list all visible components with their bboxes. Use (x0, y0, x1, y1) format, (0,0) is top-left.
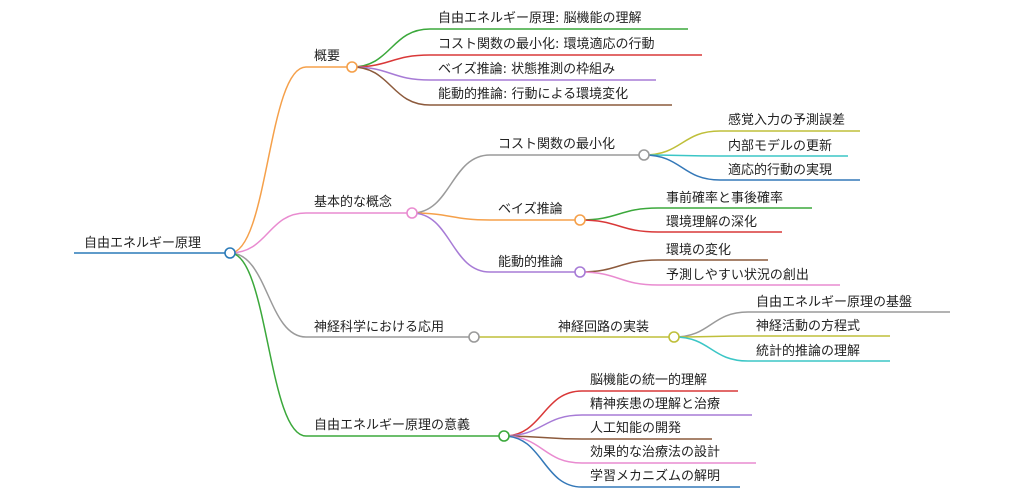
subtopic-junction (638, 149, 650, 161)
leaf-label: 能動的推論: 行動による環境変化 (438, 86, 628, 102)
leaf-label: 予測しやすい状況の創出 (666, 268, 809, 283)
leaf-edge (579, 271, 659, 286)
branch-overview-label: 概要 (314, 49, 340, 64)
mindmap-edges (229, 28, 749, 488)
leaf-label: 脳機能の統一的理解 (590, 372, 707, 388)
leaf-label: ベイズ推論: 状態推測の枠組み (438, 61, 615, 77)
child-edge (503, 435, 583, 488)
leaf-label: 学習メカニズムの解明 (590, 468, 720, 484)
branch-edge (229, 252, 307, 437)
subtopic-label: 能動的推論 (498, 254, 563, 270)
branch-significance-label: 自由エネルギー原理の意義 (314, 417, 470, 433)
leaf-label: 環境理解の深化 (666, 215, 757, 230)
leaf-label: 自由エネルギー原理の基盤 (756, 295, 912, 310)
subtopic-label: ベイズ推論 (498, 201, 563, 217)
leaf-edge (673, 336, 749, 362)
branch-junction (468, 331, 480, 343)
child-edge (411, 154, 491, 214)
leaf-label: 感覚入力の予測誤差 (728, 112, 845, 128)
mindmap-junctions (224, 61, 680, 442)
subtopic-junction (574, 266, 586, 278)
child-edge (351, 66, 431, 106)
leaf-edge (643, 154, 721, 181)
branch-junction (406, 207, 418, 219)
mindmap-underlines (74, 28, 950, 488)
branch-edge (229, 66, 307, 254)
leaf-edge (579, 259, 659, 273)
leaf-label: 環境の変化 (666, 242, 731, 258)
subtopic-label: 神経回路の実装 (558, 319, 649, 335)
root-label: 自由エネルギー原理 (84, 236, 201, 251)
child-edge (503, 435, 583, 464)
child-edge (411, 212, 491, 221)
branch-edge (229, 252, 307, 338)
root-junction (224, 247, 236, 259)
child-edge (503, 390, 583, 437)
child-edge (503, 414, 583, 437)
leaf-label: 事前確率と事後確率 (666, 190, 783, 206)
leaf-label: 自由エネルギー原理: 脳機能の理解 (438, 11, 642, 26)
subtopic-junction (574, 214, 586, 226)
branch-junction (498, 430, 510, 442)
branch-basic-concepts-label: 基本的な概念 (314, 194, 392, 210)
child-edge (411, 212, 491, 273)
leaf-label: 効果的な治療法の設計 (590, 444, 720, 460)
leaf-label: 神経活動の方程式 (756, 318, 860, 334)
leaf-label: 統計的推論の理解 (756, 343, 860, 359)
subtopic-junction (668, 331, 680, 343)
subtopic-label: コスト関数の最小化 (498, 137, 615, 152)
leaf-edge (673, 311, 749, 338)
branch-edge (229, 212, 307, 254)
branch-neuroscience-label: 神経科学における応用 (314, 319, 444, 335)
branch-junction (346, 61, 358, 73)
leaf-label: 適応的行動の実現 (728, 162, 832, 178)
leaf-label: 精神疾患の理解と治療 (590, 397, 720, 412)
child-edge (351, 28, 431, 68)
leaf-edge (643, 130, 721, 156)
leaf-edge (579, 207, 659, 221)
leaf-edge (579, 219, 659, 233)
leaf-label: 人工知能の開発 (590, 420, 681, 436)
leaf-label: コスト関数の最小化: 環境適応の行動 (438, 36, 655, 52)
leaf-label: 内部モデルの更新 (728, 138, 832, 154)
